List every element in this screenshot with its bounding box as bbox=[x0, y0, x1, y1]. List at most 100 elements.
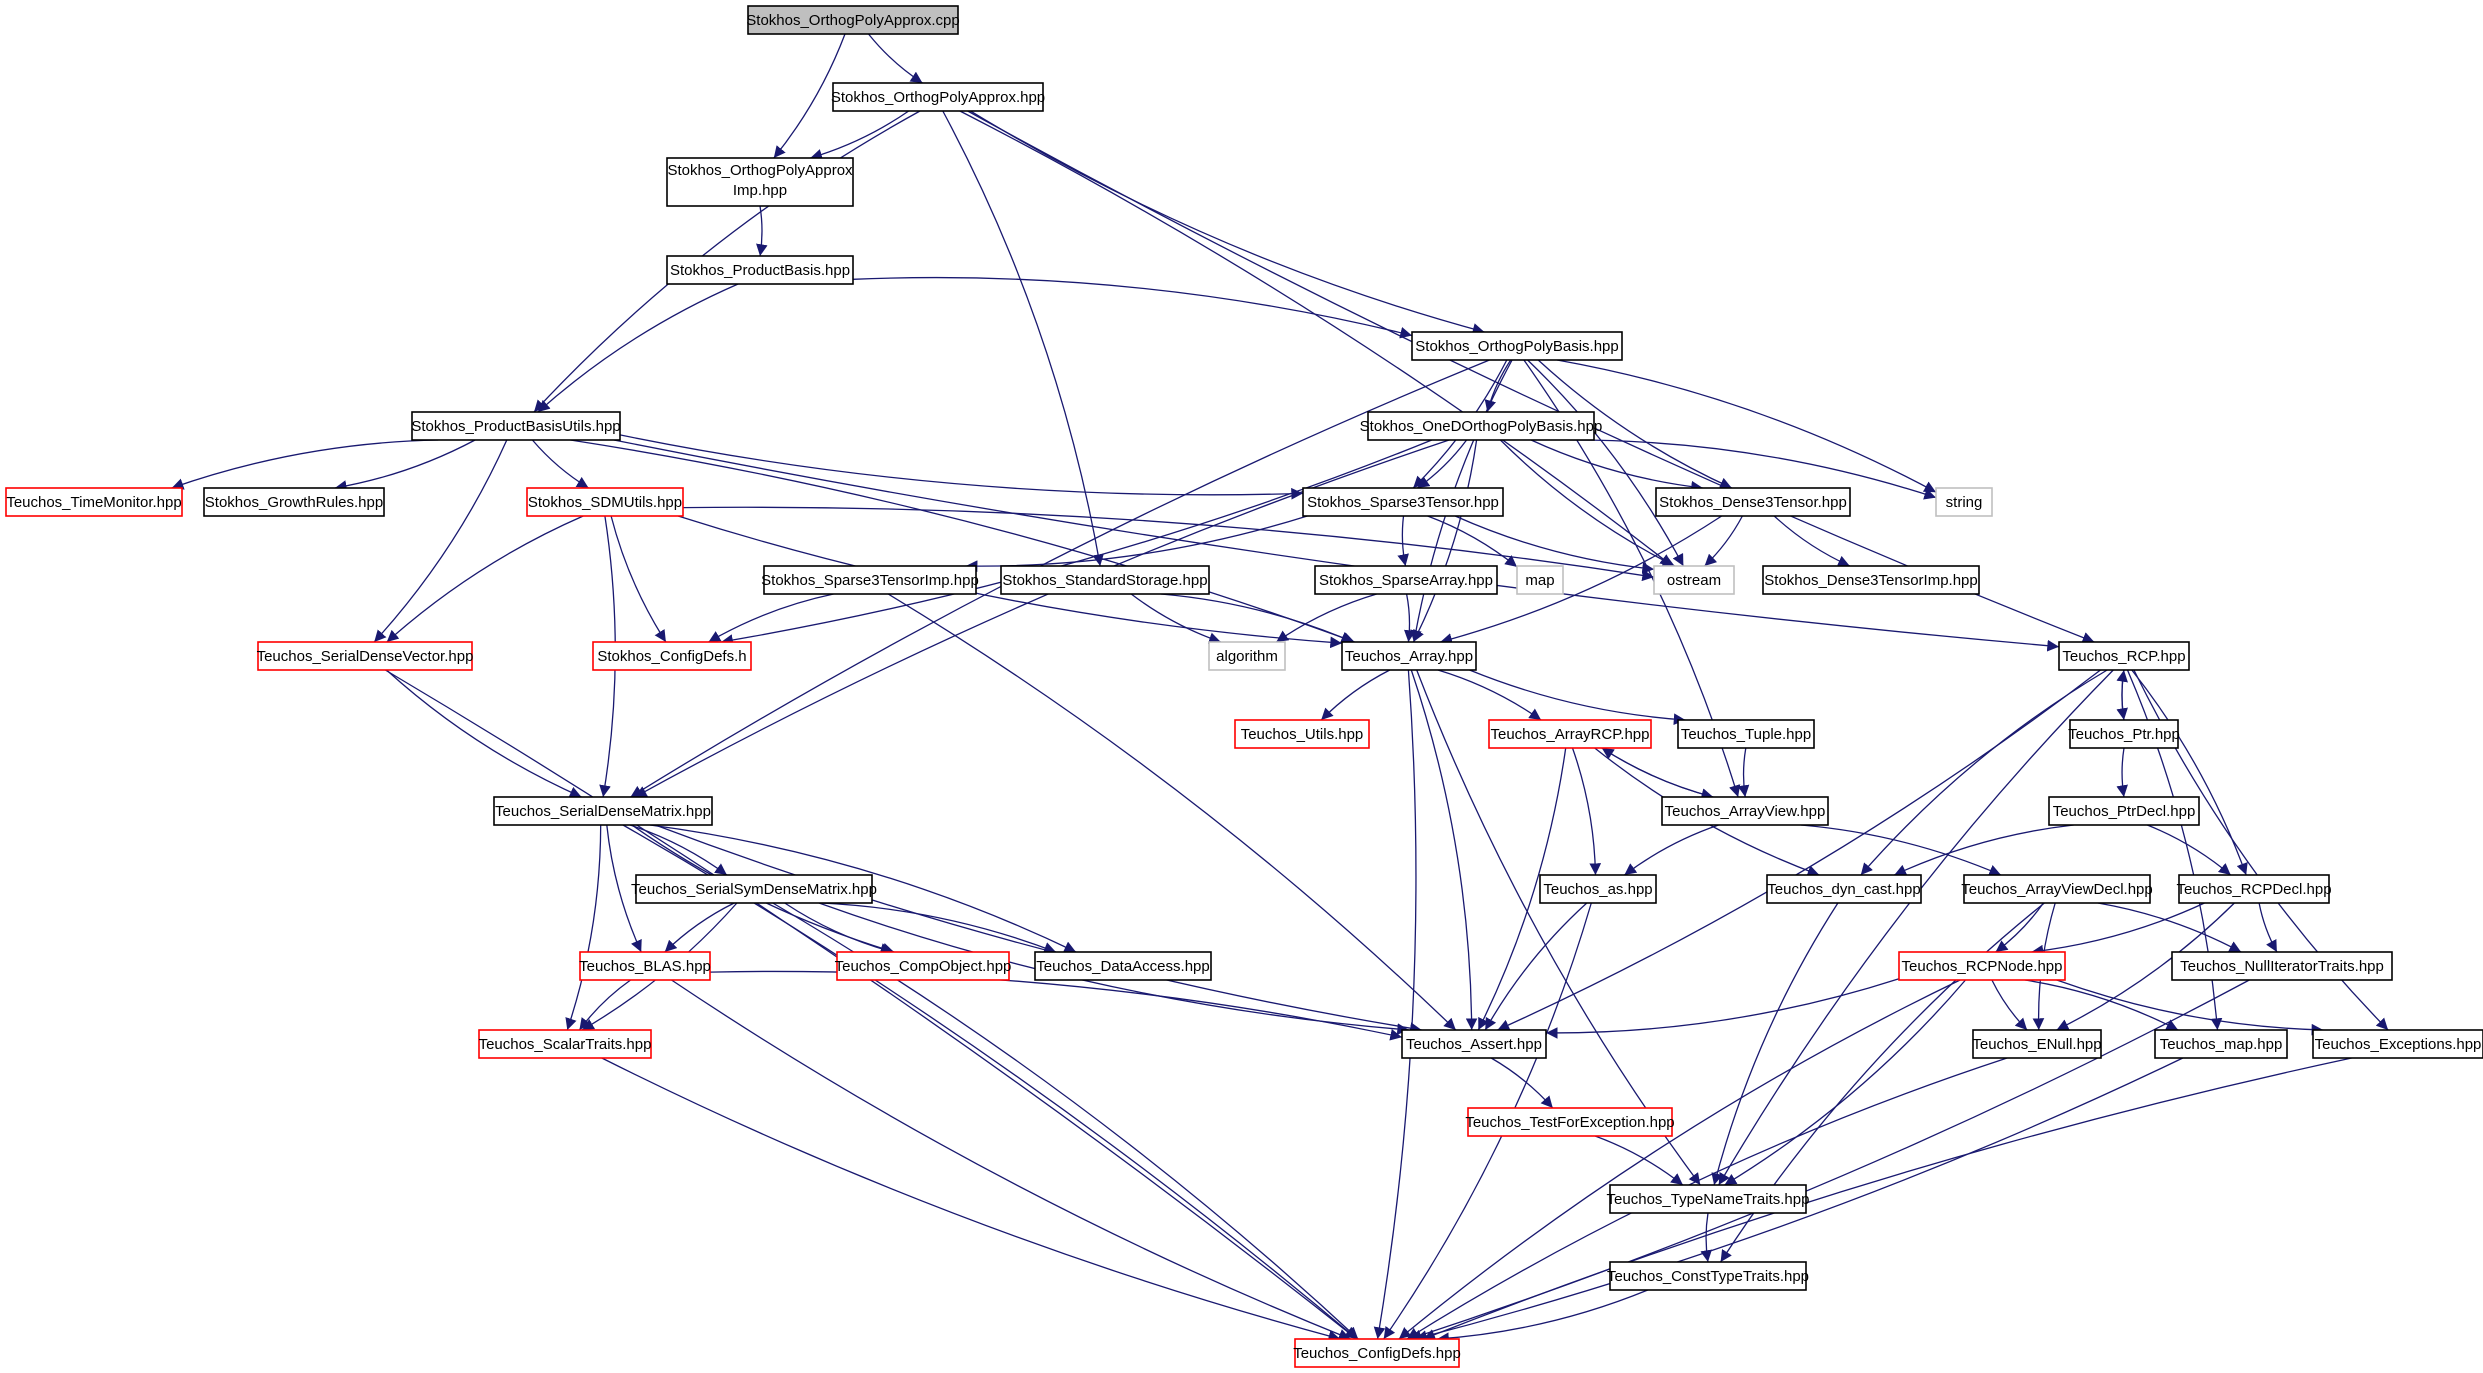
dependency-edge-pb_utils-to-sdv bbox=[373, 439, 508, 643]
node-oned-basis[interactable]: Stokhos_OneDOrthogPolyBasis.hpp bbox=[1360, 411, 1603, 441]
node-ssdm[interactable]: Teuchos_SerialSymDenseMatrix.hpp bbox=[631, 874, 877, 904]
dependency-edge-pb_utils-to-sdm_utils bbox=[531, 439, 589, 489]
edge-layer bbox=[171, 33, 2389, 1345]
node-dataaccess[interactable]: Teuchos_DataAccess.hpp bbox=[1034, 951, 1212, 981]
node-ostream: ostream bbox=[1653, 565, 1735, 595]
dependency-edge-rcpdecl-to-nulliter bbox=[2258, 902, 2278, 953]
node-avdecl[interactable]: Teuchos_ArrayViewDecl.hpp bbox=[1961, 874, 2153, 904]
node-box bbox=[526, 487, 684, 517]
node-box bbox=[1234, 719, 1370, 749]
node-orthog-basis[interactable]: Stokhos_OrthogPolyBasis.hpp bbox=[1411, 331, 1623, 361]
node-product-basis[interactable]: Stokhos_ProductBasis.hpp bbox=[666, 255, 854, 285]
dependency-edge-array-to-assert bbox=[1410, 669, 1478, 1031]
dependency-edge-oned_basis-to-array bbox=[1412, 439, 1478, 643]
node-sdm-utils[interactable]: Stokhos_SDMUtils.hpp bbox=[526, 487, 684, 517]
node-box bbox=[635, 874, 873, 904]
node-label: Teuchos_SerialSymDenseMatrix.hpp bbox=[631, 881, 877, 898]
node-box bbox=[1302, 487, 1504, 517]
node-ptrdecl[interactable]: Teuchos_PtrDecl.hpp bbox=[2048, 796, 2200, 826]
dependency-edge-ptr-to-ptrdecl bbox=[2116, 747, 2128, 798]
node-tmap[interactable]: Teuchos_map.hpp bbox=[2154, 1029, 2288, 1059]
node-tuple[interactable]: Teuchos_Tuple.hpp bbox=[1677, 719, 1815, 749]
node-time-monitor[interactable]: Teuchos_TimeMonitor.hpp bbox=[5, 487, 183, 517]
node-arrayview[interactable]: Teuchos_ArrayView.hpp bbox=[1661, 796, 1829, 826]
dependency-edge-sparse3-to-ostream bbox=[1454, 515, 1655, 574]
node-label: Teuchos_ArrayViewDecl.hpp bbox=[1961, 881, 2153, 898]
node-label: Stokhos_Dense3Tensor.hpp bbox=[1659, 494, 1847, 511]
dependency-edge-orthog_basis-to-dense3 bbox=[1537, 359, 1733, 489]
node-box bbox=[579, 951, 711, 981]
dependency-edge-as-to-assert bbox=[1484, 902, 1588, 1031]
node-label: Teuchos_ArrayRCP.hpp bbox=[1491, 726, 1650, 743]
node-consttype[interactable]: Teuchos_ConstTypeTraits.hpp bbox=[1607, 1261, 1809, 1291]
node-box bbox=[1609, 1184, 1807, 1214]
node-enull[interactable]: Teuchos_ENull.hpp bbox=[1972, 1029, 2102, 1059]
node-box bbox=[2048, 796, 2200, 826]
dependency-edge-sdm_utils-to-sdv bbox=[386, 515, 584, 643]
node-box bbox=[2312, 1029, 2483, 1059]
dependency-edge-sparse3-to-sparse3imp bbox=[965, 515, 1308, 573]
node-label: Stokhos_OrthogPolyApprox.hpp bbox=[831, 89, 1045, 106]
node-root[interactable]: Stokhos_OrthogPolyApprox.cpp bbox=[746, 5, 960, 35]
node-label: Stokhos_OrthogPolyBasis.hpp bbox=[1415, 338, 1618, 355]
node-label: Teuchos_CompObject.hpp bbox=[835, 958, 1012, 975]
node-ptr[interactable]: Teuchos_Ptr.hpp bbox=[2068, 719, 2180, 749]
dependency-edge-sdm-to-blas bbox=[606, 824, 642, 953]
dependency-edge-dense3-to-dense3imp bbox=[1773, 515, 1851, 567]
dependency-edge-sdm-to-ssdm bbox=[629, 824, 728, 876]
node-typename[interactable]: Teuchos_TypeNameTraits.hpp bbox=[1607, 1184, 1810, 1214]
node-dense3imp[interactable]: Stokhos_Dense3TensorImp.hpp bbox=[1762, 565, 1980, 595]
node-compobject[interactable]: Teuchos_CompObject.hpp bbox=[835, 951, 1012, 981]
node-blas[interactable]: Teuchos_BLAS.hpp bbox=[579, 951, 711, 981]
node-sdm[interactable]: Teuchos_SerialDenseMatrix.hpp bbox=[493, 796, 713, 826]
dependency-edge-pb_utils-to-rcp bbox=[613, 439, 2060, 652]
dependency-edge-sparse3imp-to-assert bbox=[887, 593, 1457, 1031]
node-pb-utils[interactable]: Stokhos_ProductBasisUtils.hpp bbox=[411, 411, 621, 441]
node-configdefs-h[interactable]: Stokhos_ConfigDefs.h bbox=[592, 641, 752, 671]
node-rcpnode[interactable]: Teuchos_RCPNode.hpp bbox=[1898, 951, 2066, 981]
node-box bbox=[1000, 565, 1210, 595]
dependency-edge-arrayrcp-to-assert bbox=[1477, 747, 1567, 1031]
dependency-edge-product_basis-to-pb_utils bbox=[537, 283, 739, 413]
node-assert[interactable]: Teuchos_Assert.hpp bbox=[1401, 1029, 1547, 1059]
node-configdefs-hpp[interactable]: Teuchos_ConfigDefs.hpp bbox=[1293, 1338, 1461, 1368]
dependency-edge-enull-to-configdefs_hpp bbox=[1406, 1057, 2008, 1340]
dependency-edge-typename-to-consttype bbox=[1700, 1212, 1712, 1263]
node-label: Teuchos_dyn_cast.hpp bbox=[1767, 881, 1920, 898]
node-std-storage[interactable]: Stokhos_StandardStorage.hpp bbox=[1000, 565, 1210, 595]
node-box bbox=[2058, 641, 2190, 671]
node-utils[interactable]: Teuchos_Utils.hpp bbox=[1234, 719, 1370, 749]
node-scalartraits[interactable]: Teuchos_ScalarTraits.hpp bbox=[478, 1029, 652, 1059]
node-exceptions[interactable]: Teuchos_Exceptions.hpp bbox=[2312, 1029, 2483, 1059]
node-box bbox=[763, 565, 977, 595]
node-sparse3imp[interactable]: Stokhos_Sparse3TensorImp.hpp bbox=[761, 565, 979, 595]
node-nulliter[interactable]: Teuchos_NullIteratorTraits.hpp bbox=[2171, 951, 2393, 981]
node-label: Stokhos_Sparse3Tensor.hpp bbox=[1307, 494, 1499, 511]
node-box bbox=[2178, 874, 2330, 904]
node-sparse-array[interactable]: Stokhos_SparseArray.hpp bbox=[1314, 565, 1498, 595]
dependency-edge-dyncast-to-typename bbox=[1711, 902, 1839, 1186]
node-array[interactable]: Teuchos_Array.hpp bbox=[1341, 641, 1477, 671]
node-box bbox=[832, 82, 1044, 112]
node-growth-rules[interactable]: Stokhos_GrowthRules.hpp bbox=[203, 487, 385, 517]
node-rcp[interactable]: Teuchos_RCP.hpp bbox=[2058, 641, 2190, 671]
dependency-edge-rcpnode-to-exceptions bbox=[2056, 979, 2324, 1036]
node-label: Stokhos_StandardStorage.hpp bbox=[1002, 572, 1207, 589]
node-rcpdecl[interactable]: Teuchos_RCPDecl.hpp bbox=[2176, 874, 2332, 904]
node-dense3[interactable]: Stokhos_Dense3Tensor.hpp bbox=[1655, 487, 1851, 517]
dependency-edge-root-to-approx_hpp bbox=[867, 33, 923, 84]
dependency-edge-pb_utils-to-time_monitor bbox=[171, 439, 439, 490]
dependency-edge-arrayview-to-as bbox=[1624, 824, 1719, 876]
dependency-edge-ssdm-to-blas bbox=[664, 902, 735, 953]
node-testforexc[interactable]: Teuchos_TestForException.hpp bbox=[1465, 1107, 1675, 1137]
dependency-edge-approx_hpp-to-approx_imp bbox=[810, 110, 910, 161]
node-label: Teuchos_ConfigDefs.hpp bbox=[1293, 1345, 1461, 1362]
node-sdv[interactable]: Teuchos_SerialDenseVector.hpp bbox=[257, 641, 474, 671]
node-arrayrcp[interactable]: Teuchos_ArrayRCP.hpp bbox=[1488, 719, 1652, 749]
node-sparse3[interactable]: Stokhos_Sparse3Tensor.hpp bbox=[1302, 487, 1504, 517]
node-as[interactable]: Teuchos_as.hpp bbox=[1539, 874, 1657, 904]
node-box bbox=[1467, 1107, 1673, 1137]
node-approx-hpp[interactable]: Stokhos_OrthogPolyApprox.hpp bbox=[831, 82, 1045, 112]
node-dyncast[interactable]: Teuchos_dyn_cast.hpp bbox=[1766, 874, 1922, 904]
